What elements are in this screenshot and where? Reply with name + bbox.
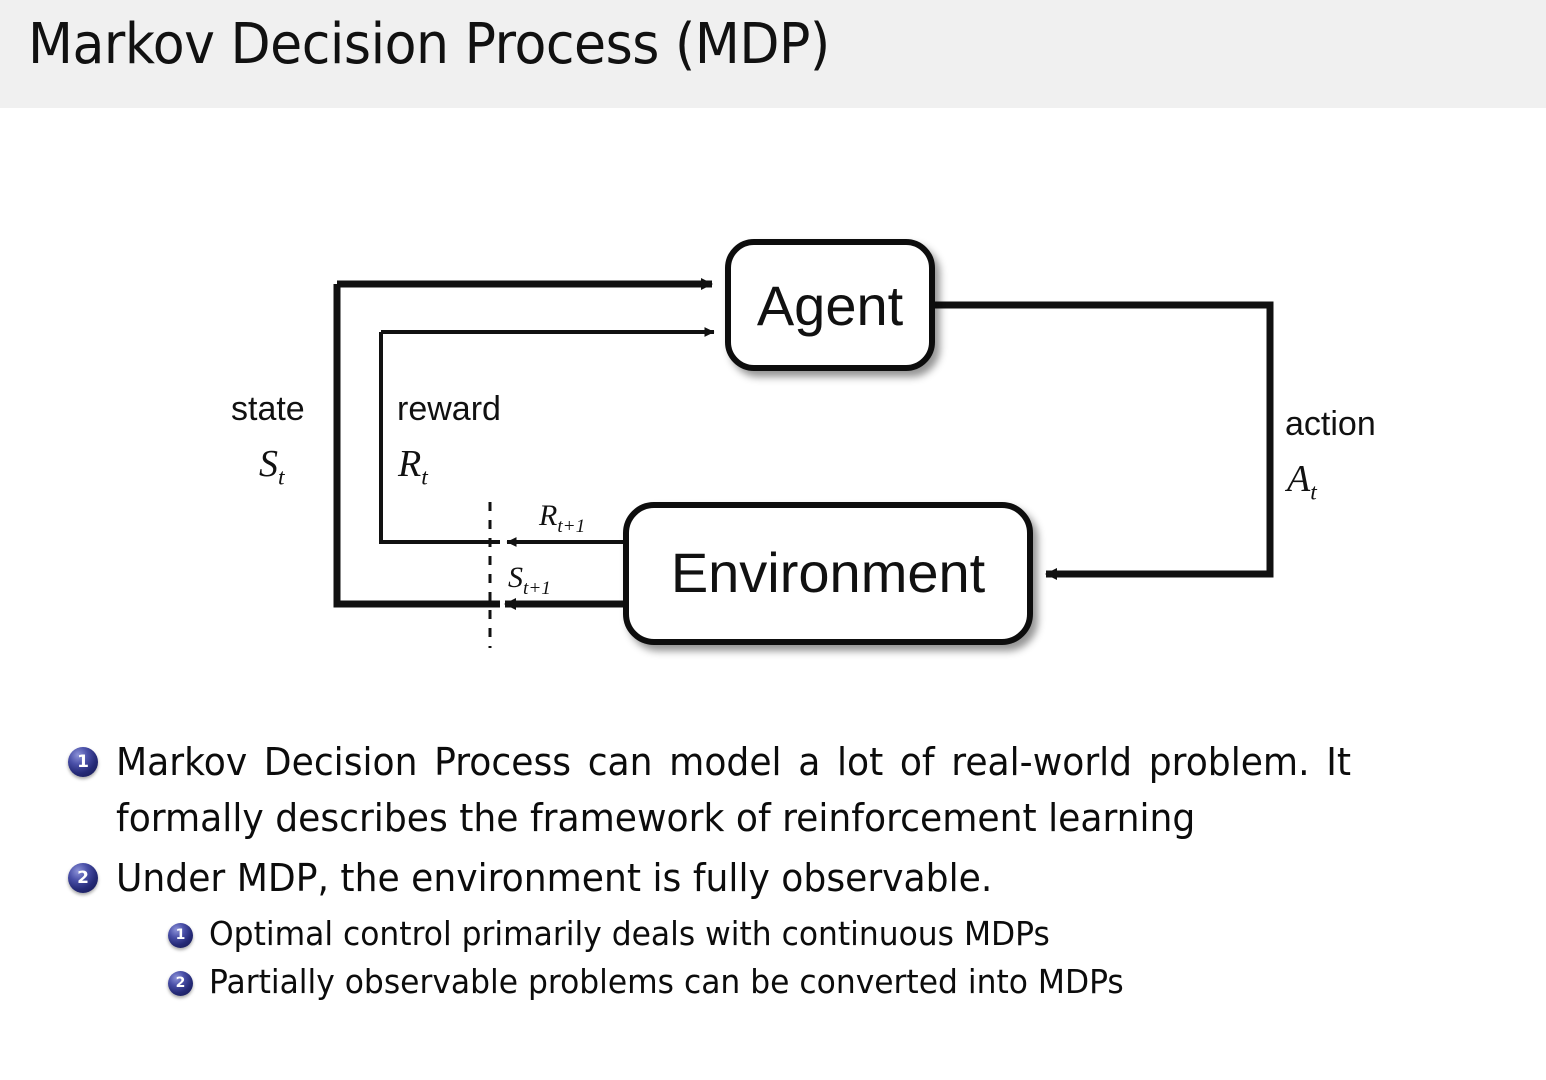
list-item: 2 Under MDP, the environment is fully ob… [68,851,1546,907]
node-environment-label: Environment [671,541,986,604]
bullet-text-2: Under MDP, the environment is fully obse… [116,855,993,900]
bullet-marker-1: 1 [68,747,98,777]
diagram-canvas: Agent Environment [333,239,1274,648]
reward-edge [379,327,715,547]
bullet-marker-2: 2 [68,862,98,893]
action-edge [932,301,1274,580]
action-label: action [1285,405,1376,443]
next-state-symbol: St+1 [508,561,551,599]
reward-label: reward [397,390,501,428]
state-label: state [231,390,305,428]
sub-bullet-text-1: Optimal control primarily deals with con… [209,913,1050,953]
page-title: Markov Decision Process (MDP) [28,12,830,77]
list-item: 1 Markov Decision Process can model a lo… [68,735,1546,847]
sub-list-item: 2 Partially observable problems can be c… [168,959,1546,1006]
sub-list-item: 1 Optimal control primarily deals with c… [168,911,1546,958]
action-symbol: At [1287,458,1317,506]
node-agent-label: Agent [757,274,904,337]
state-edge [333,278,713,610]
sub-bullet-marker-1: 1 [168,922,193,948]
reward-symbol: Rt [398,443,428,491]
bullet-list: 1 Markov Decision Process can model a lo… [0,735,1546,1008]
bullet-text-1: Markov Decision Process can model a lot … [116,740,1351,840]
sub-bullet-marker-2: 2 [168,971,193,997]
state-symbol: St [259,443,285,491]
node-agent[interactable] [725,239,935,371]
slide-header-bar [0,0,1546,108]
mdp-diagram: Agent Environment state St reward Rt act… [0,150,1546,710]
sub-bullet-text-2: Partially observable problems can be con… [209,962,1124,1002]
next-reward-symbol: Rt+1 [539,499,586,537]
node-environment[interactable] [623,502,1033,645]
